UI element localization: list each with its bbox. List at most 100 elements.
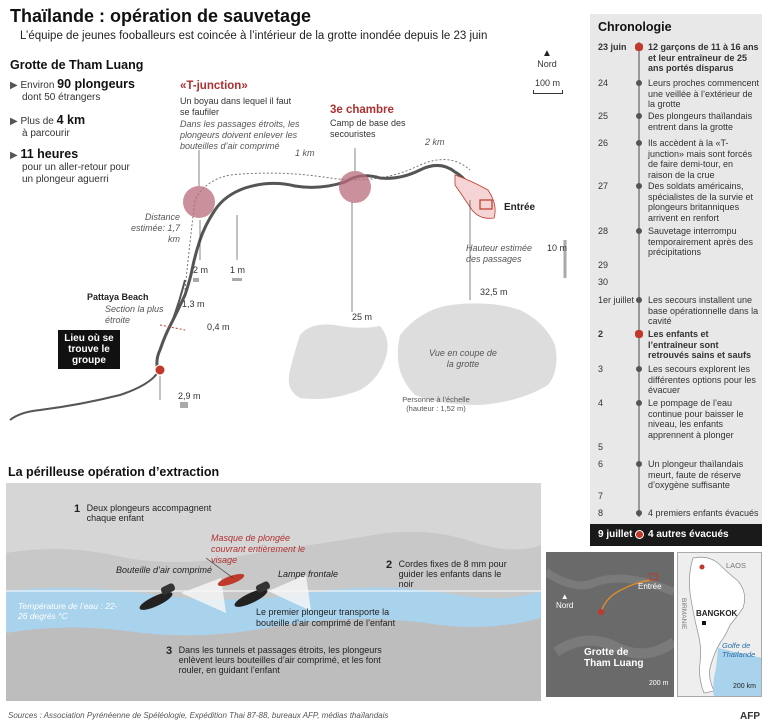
step-2: 2 Cordes fixes de 8 mm pour guider les e… — [386, 559, 509, 589]
timeline-panel: Chronologie 23 juin 12 garçons de 11 à 1… — [590, 14, 762, 546]
height-25m: 25 m — [352, 312, 373, 322]
section-29m — [180, 402, 188, 408]
diver-1-icon — [139, 583, 176, 610]
timeline-date: 28 — [598, 226, 609, 236]
tank-label: Bouteille d’air comprimé — [116, 565, 213, 575]
height-29m: 2,9 m — [178, 391, 201, 401]
stat-divers-rest: dont 50 étrangers — [22, 92, 101, 103]
step-1-text: Deux plongeurs accompagnent chaque enfan… — [86, 503, 212, 523]
stat-hours-bold: 11 heures — [20, 147, 79, 161]
third-chamber-desc: Camp de base des secouristes — [330, 118, 406, 139]
timeline-date: 2 — [598, 329, 604, 339]
north-indicator: ▲ Nord — [535, 48, 559, 70]
local-cave-name: Grotte de Tham Luang — [584, 647, 644, 669]
final-dot-red — [635, 530, 644, 539]
stat-distance: ▶ Plus de 4 km à parcourir — [10, 113, 86, 139]
pattaya-beach-label: Pattaya Beach — [87, 292, 149, 302]
timeline-date: 1er juillet — [598, 295, 635, 305]
page-subtitle: L’équipe de jeunes fooballeurs est coinc… — [20, 30, 488, 42]
final-date: 9 juillet — [598, 529, 633, 540]
timeline-text: 12 garçons de 11 à 16 ans et leur entraî… — [648, 42, 759, 73]
north-arrow-icon: ▲ — [542, 48, 552, 59]
timeline-date: 26 — [598, 138, 609, 148]
t-junction-circle — [183, 186, 215, 218]
extraction-illustration — [6, 531, 541, 701]
t-junction-note: Dans les passages étroits, les plongeurs… — [180, 119, 300, 151]
thailand-shape — [689, 556, 746, 694]
timeline-text: Les secours installent une base opératio… — [648, 295, 759, 326]
timeline-text: Des plongeurs thaïlandais entrent dans l… — [648, 111, 753, 132]
large-cross-section — [397, 303, 557, 405]
afp-logo: AFP — [740, 711, 760, 722]
timeline-date: 24 — [598, 78, 609, 88]
timeline-dot — [636, 297, 642, 303]
timeline-text: Leurs proches commencent une veillée à l… — [648, 78, 760, 109]
km1-label: 1 km — [295, 148, 315, 158]
stat-divers-prefix: Environ — [20, 80, 58, 91]
page-title: Thaïlande : opération de sauvetage — [10, 6, 312, 26]
entrance-icon — [479, 199, 493, 210]
final-text: 4 autres évacués — [648, 529, 729, 540]
timeline-text: Des soldats américains, spécialistes de … — [648, 181, 754, 223]
height-2m: 2 m — [193, 265, 209, 275]
timeline-date: 8 — [598, 508, 604, 518]
timeline-dot — [636, 461, 642, 467]
cave-branch — [171, 279, 186, 323]
step-2-num: 2 — [386, 559, 393, 571]
local-scale: 200 m — [649, 680, 669, 687]
timeline-dot — [636, 228, 642, 234]
timeline-dot — [636, 183, 642, 189]
stat-distance-bold: 4 km — [56, 113, 86, 127]
height-325m: 32,5 m — [480, 287, 508, 297]
timeline-date: 23 juin — [598, 42, 627, 52]
timeline-title: Chronologie — [598, 20, 672, 34]
timeline-text: Ils accèdent à la «T-junction» mais sont… — [648, 138, 753, 180]
third-chamber-title: 3e chambre — [330, 104, 394, 116]
timeline-date: 4 — [598, 398, 604, 408]
chamber-cross-section — [288, 324, 388, 399]
country-scale: 200 km — [733, 683, 756, 690]
timeline-text: Le pompage de l’eau continue pour baisse… — [648, 398, 744, 440]
timeline-dot-red — [635, 43, 643, 51]
floor-layer — [6, 618, 541, 701]
narrow-section-label: Section la plus étroite — [105, 304, 164, 325]
cave-map — [9, 148, 567, 421]
step-3-num: 3 — [166, 645, 173, 657]
step-3: 3 Dans les tunnels et passages étroits, … — [166, 645, 404, 675]
gulf-label: Golfe de Thaïlande — [722, 641, 756, 659]
narrow-section-marker — [159, 324, 186, 331]
timeline-date: 3 — [598, 364, 604, 374]
entrance-label: Entrée — [504, 202, 536, 213]
child-diver-icon — [217, 573, 245, 587]
group-location-dot — [154, 364, 166, 376]
timeline-date: 29 — [598, 260, 609, 270]
diver-2-icon — [234, 581, 271, 607]
lamp-beam-1 — [181, 578, 226, 613]
person-scale-label: Personne à l’échelle (hauteur : 1,52 m) — [402, 395, 470, 413]
step-1: 1 Deux plongeurs accompagnent chaque enf… — [74, 503, 212, 523]
local-north-arrow-icon: ▲ — [560, 592, 569, 601]
cave-location-dot — [699, 564, 705, 570]
stat-divers: ▶ Environ 90 plongeurs dont 50 étrangers — [10, 77, 135, 103]
stat-hours: ▶ 11 heures pour un aller-retour pour un… — [10, 148, 140, 186]
stat-hours-rest: pour un aller-retour pour un plongeur ag… — [22, 162, 130, 185]
t-junction-title: «T-junction» — [180, 80, 248, 92]
timeline-text: Les secours explorent les différentes op… — [648, 364, 756, 395]
cave-branch-west — [9, 371, 159, 421]
timeline-dot — [636, 366, 642, 372]
stat-distance-rest: à parcourir — [22, 128, 70, 139]
local-entrance-label: Entrée — [638, 582, 662, 591]
local-north: ▲ Nord — [556, 592, 573, 610]
timeline-date: 30 — [598, 277, 609, 287]
height-04m: 0,4 m — [207, 322, 230, 332]
section-2m — [193, 278, 199, 282]
local-map-group-dot — [598, 609, 604, 615]
height-scale-label: 10 m — [547, 243, 568, 253]
cave-section-title: Grotte de Tham Luang — [10, 58, 144, 72]
timeline-axis — [638, 42, 640, 517]
route-dotted — [184, 159, 471, 291]
km2-label: 2 km — [425, 137, 445, 147]
country-map: LAOS BIRMANIE BANGKOK Golfe de Thaïlande… — [677, 552, 762, 697]
timeline-date: 5 — [598, 442, 604, 452]
local-map-drawing — [546, 552, 674, 697]
